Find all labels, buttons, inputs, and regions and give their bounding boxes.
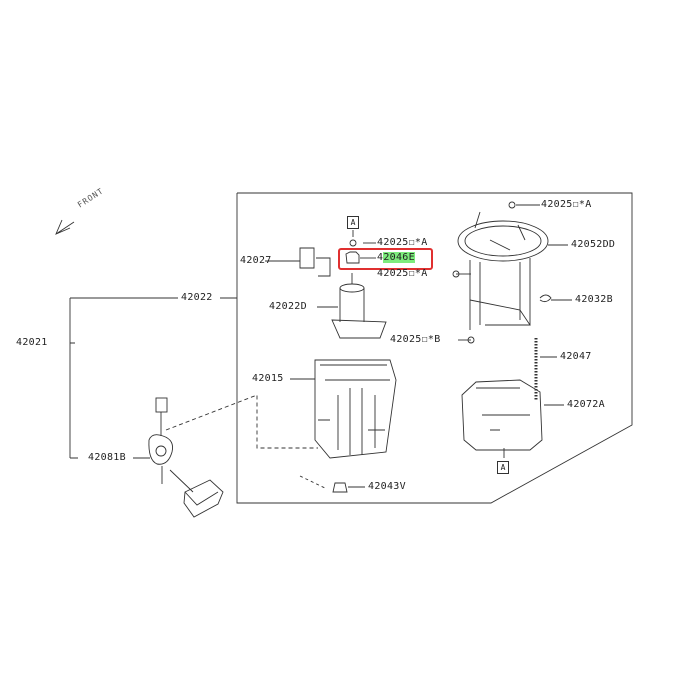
label-42015[interactable]: 42015	[252, 373, 284, 384]
part-42072A	[461, 379, 543, 451]
label-42025-left[interactable]: 42025☐*A	[377, 237, 428, 248]
part-42046E	[345, 251, 360, 264]
part-42052DD	[457, 211, 549, 330]
dashed-link	[165, 394, 318, 449]
fuel-level-sensor	[148, 397, 224, 518]
label-42025-b[interactable]: 42025☐*B	[390, 334, 441, 345]
label-42046E-prefix: 4	[377, 252, 384, 263]
label-42046E[interactable]: 42046E	[377, 252, 415, 264]
part-42032B	[539, 294, 552, 303]
label-42072A[interactable]: 42072A	[567, 399, 605, 410]
assembly-frame	[236, 192, 633, 504]
ref-marker-a-top: A	[347, 216, 359, 229]
label-42027[interactable]: 42027	[240, 255, 272, 266]
label-42046E-highlight: 2046E	[383, 252, 415, 263]
part-42015	[314, 359, 397, 459]
label-42047[interactable]: 42047	[560, 351, 592, 362]
label-42022D[interactable]: 42022D	[269, 301, 307, 312]
highlight-callout	[338, 248, 433, 270]
label-42043V[interactable]: 42043V	[368, 481, 406, 492]
part-42043V	[332, 482, 348, 493]
label-42032B[interactable]: 42032B	[575, 294, 613, 305]
label-42052DD[interactable]: 42052DD	[571, 239, 616, 250]
bracket-42021	[69, 297, 178, 459]
front-arrow	[55, 219, 75, 235]
ref-marker-a-bottom: A	[497, 461, 509, 474]
label-42081B[interactable]: 42081B	[88, 452, 126, 463]
part-42027	[299, 247, 331, 277]
label-42025-mid[interactable]: 42025☐*A	[377, 268, 428, 279]
part-42022D	[331, 273, 387, 339]
label-42025-top[interactable]: 42025☐*A	[541, 199, 592, 210]
label-42022[interactable]: 42022	[181, 292, 213, 303]
label-42021[interactable]: 42021	[16, 337, 48, 348]
